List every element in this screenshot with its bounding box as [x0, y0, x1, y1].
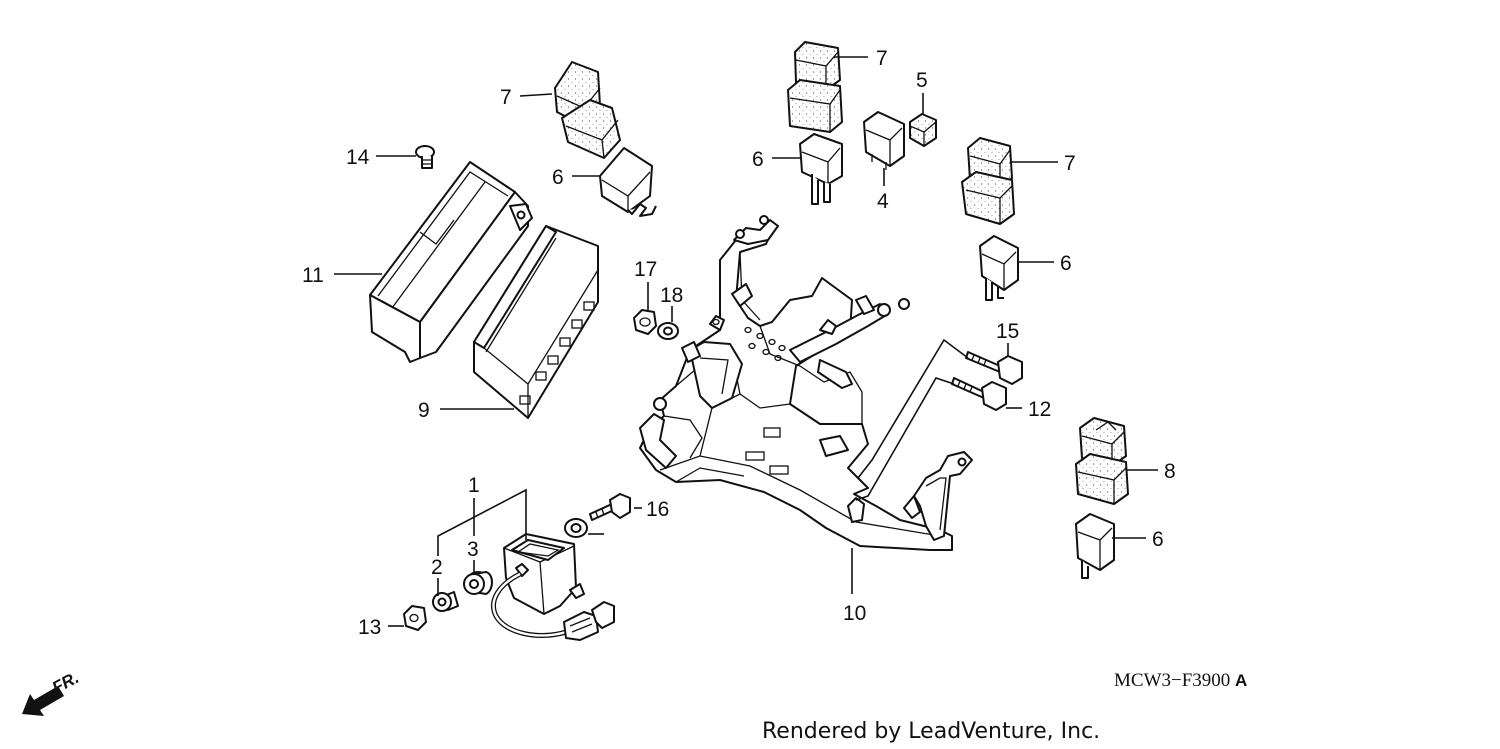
part-14-bolt — [589, 493, 631, 521]
callout-12: 14 — [346, 146, 370, 169]
relay-6c — [979, 235, 1019, 301]
callout-2: 2 — [431, 556, 443, 579]
callout-labels: 7 7 5 4 6 6 7 6 8 6 14 11 9 17 18 15 12 … — [302, 47, 1176, 639]
callout-15: 17 — [634, 258, 657, 281]
part-4-relay — [863, 111, 905, 170]
diagram-code-text: MCW3−F3900 — [1114, 670, 1230, 691]
part-12-bolt — [415, 145, 435, 169]
svg-text:MCW3−F3900 A: MCW3−F3900 A — [1114, 670, 1247, 691]
callout-18: 18 — [660, 284, 683, 307]
callout-7: 7 — [876, 47, 888, 70]
part-2-collar — [432, 591, 459, 612]
part-10-ecu-cover — [369, 161, 533, 363]
part-8-ecu — [473, 225, 599, 419]
front-direction-arrow: FR. — [22, 668, 82, 716]
callout-6: 6 — [1152, 528, 1164, 551]
part-9-bracket — [639, 215, 973, 551]
relay-6b — [799, 133, 843, 205]
part-3-grommet — [463, 571, 493, 595]
diagram-code: MCW3−F3900 A — [1114, 670, 1247, 691]
callout-11: 12 — [1028, 398, 1051, 421]
callout-3: 3 — [467, 538, 479, 561]
callout-13: 15 — [996, 320, 1019, 343]
callout-9: 10 — [843, 602, 866, 625]
callout-6: 6 — [552, 166, 564, 189]
callout-14: 16 — [646, 498, 669, 521]
callout-7: 7 — [500, 86, 512, 109]
part-18-washer — [657, 322, 679, 340]
part-15-nut — [633, 309, 657, 335]
relay-7b — [787, 41, 843, 133]
callout-16: 13 — [358, 616, 381, 639]
callout-6: 6 — [1060, 252, 1072, 275]
part-5-fuse — [909, 113, 937, 147]
relay-7c — [961, 137, 1015, 225]
leader-lines — [334, 56, 1158, 627]
relay-7a — [554, 61, 621, 159]
callout-1: 1 — [468, 474, 480, 497]
callout-7: 8 — [1164, 460, 1176, 483]
diagram-code-suffix: A — [1235, 671, 1247, 690]
part-13-bolt — [965, 351, 1023, 385]
part-1-assembly — [491, 533, 615, 641]
relay-6a — [599, 147, 657, 217]
relay-7d — [1075, 417, 1129, 505]
callout-8: 9 — [418, 399, 430, 422]
part-11-bolt — [951, 377, 1007, 411]
arrow-icon — [22, 686, 64, 716]
part-16-nut — [403, 605, 427, 631]
part-17-washer — [564, 518, 588, 538]
relay-6d — [1075, 513, 1115, 579]
callout-5: 5 — [916, 69, 928, 92]
callout-7: 7 — [1064, 152, 1076, 175]
footer-credit: Rendered by LeadVenture, Inc. — [762, 719, 1100, 744]
callout-4: 4 — [877, 190, 889, 213]
callout-10: 11 — [302, 264, 324, 287]
small-clip — [709, 315, 725, 331]
callout-6: 6 — [752, 148, 764, 171]
small-clip-2 — [819, 319, 837, 335]
